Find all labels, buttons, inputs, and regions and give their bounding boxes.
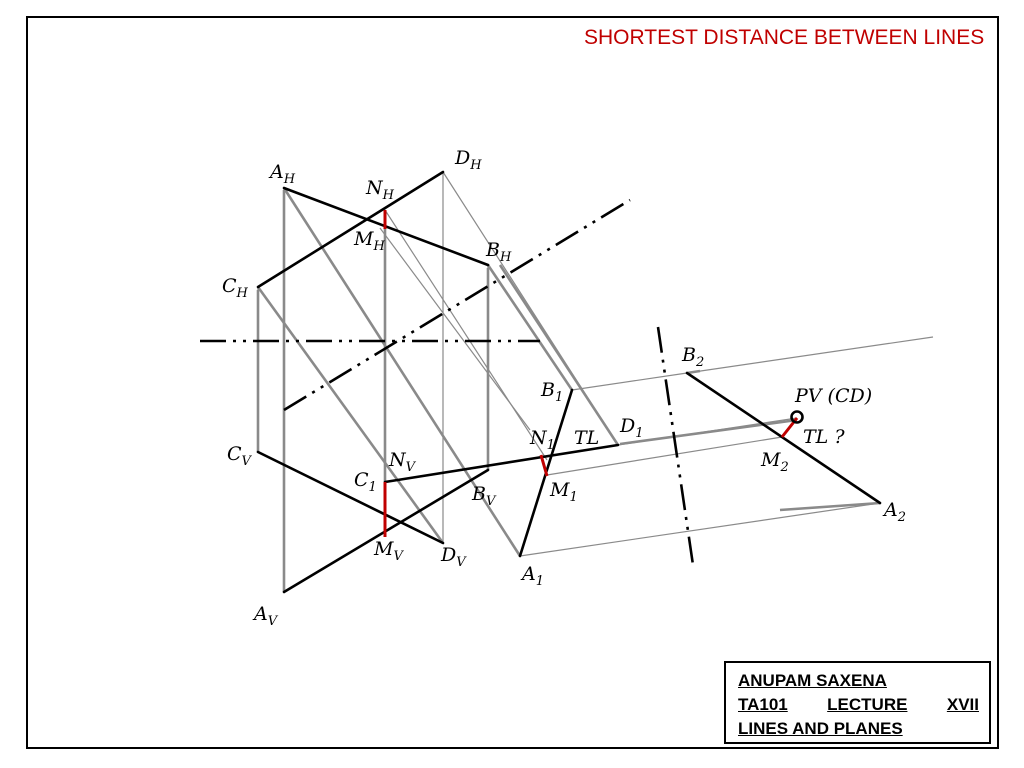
reference-line-x1y1 — [283, 198, 631, 412]
label-m-h: MH — [353, 228, 385, 254]
label-a-1: A1 — [520, 563, 544, 589]
label-tl-1: TL — [574, 427, 599, 449]
credit-lecture: LECTURE — [827, 695, 908, 714]
label-b-1: B1 — [540, 379, 563, 405]
label-b-v: BV — [471, 483, 497, 509]
credit-lecture-number: XVII — [946, 695, 979, 714]
label-b-h: BH — [485, 239, 512, 265]
credit-name: ANUPAM SAXENA — [738, 671, 887, 690]
label-a-v: AV — [252, 603, 279, 629]
label-c-v: CV — [227, 443, 253, 469]
label-d-h: DH — [454, 147, 482, 173]
line-a2b2 — [685, 371, 882, 505]
label-n-1: N1 — [529, 427, 555, 453]
line-cd-top — [256, 170, 445, 289]
label-tl-2: TL ? — [803, 426, 845, 448]
label-d-v: DV — [440, 544, 467, 570]
label-m-v: MV — [373, 538, 404, 564]
credit-course-line: TA101 LECTURE XVII — [738, 693, 979, 717]
label-d-1: D1 — [619, 415, 644, 441]
label-a-2: A2 — [882, 499, 906, 525]
credit-box: ANUPAM SAXENA TA101 LECTURE XVII LINES A… — [724, 661, 991, 744]
label-c-h: CH — [222, 275, 249, 301]
label-a-h: AH — [268, 161, 296, 187]
label-n-h: NH — [365, 177, 395, 203]
label-pv-cd: PV (CD) — [794, 385, 872, 407]
label-c-1: C1 — [354, 469, 377, 495]
label-n-v: NV — [388, 449, 417, 475]
label-b-2: B2 — [681, 344, 704, 370]
line-cd-front — [256, 450, 445, 545]
folding-gray-lines — [256, 187, 881, 592]
object-lines — [256, 170, 882, 594]
label-m-1: M1 — [549, 479, 578, 505]
point-view-marker — [790, 410, 804, 424]
shortest-distance-segments — [383, 210, 799, 537]
segment-mn-aux1 — [539, 454, 549, 477]
slide-frame — [26, 16, 999, 749]
point-labels: AH DH NH MH BH CH CV NV C1 BV MV DV AV B… — [222, 147, 906, 629]
label-m-2: M2 — [760, 449, 789, 475]
credit-course: TA101 — [738, 695, 788, 714]
slide-title: SHORTEST DISTANCE BETWEEN LINES — [584, 26, 985, 49]
line-c1d1 — [383, 443, 620, 484]
reference-lines — [200, 198, 695, 566]
reference-line-x2y2 — [656, 326, 695, 566]
credit-topic: LINES AND PLANES — [738, 719, 903, 738]
